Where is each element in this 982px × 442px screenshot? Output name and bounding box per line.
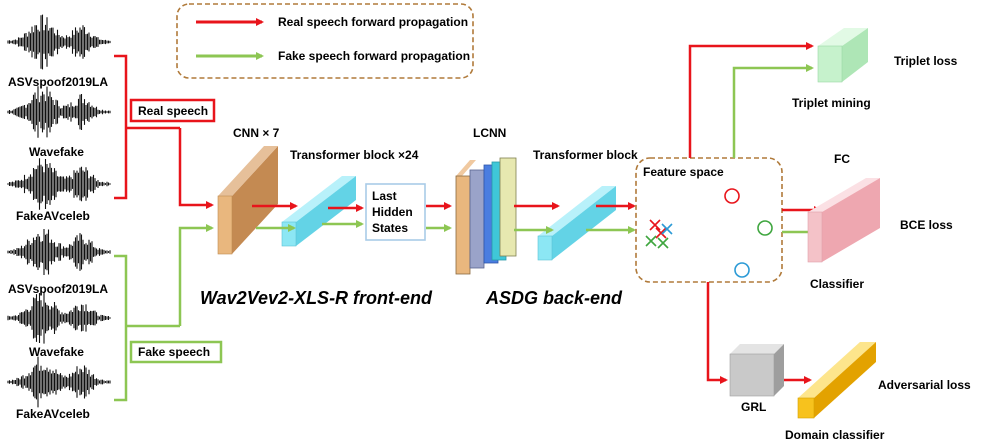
hidden-line-1: Last (372, 189, 397, 203)
fc-classifier-block (807, 178, 880, 263)
real-feature-point (724, 188, 740, 204)
real-speech-label: Real speech (138, 104, 208, 118)
waveform-3 (7, 158, 111, 210)
fake-bracket (114, 224, 214, 402)
hidden-line-3: States (372, 221, 408, 235)
cnn-label: CNN × 7 (233, 126, 280, 140)
backend-title: ASDG back-end (485, 288, 623, 308)
legend-fake-label: Fake speech forward propagation (278, 49, 470, 63)
grl-block (729, 344, 784, 397)
domain-classifier-label: Domain classifier (785, 428, 885, 442)
real-bracket (114, 54, 214, 209)
cnn-block (217, 146, 278, 255)
domain-feature-point (734, 262, 750, 278)
triplet-mining-label: Triplet mining (792, 96, 871, 110)
real-arrow-to-grl (706, 282, 728, 384)
real-input-label-1: ASVspoof2019LA (8, 75, 108, 89)
frontend-transformer-block (281, 176, 356, 247)
legend-real-label: Real speech forward propagation (278, 15, 468, 29)
fake-feature-point (757, 220, 773, 236)
backend-transformer-block (537, 186, 616, 261)
real-input-label-2: Wavefake (29, 145, 84, 159)
waveform-6 (7, 356, 111, 408)
feature-space-label: Feature space (643, 165, 724, 179)
mixed-features-cluster (645, 219, 673, 249)
frontend-transformer-label: Transformer block ×24 (290, 148, 419, 162)
real-arrow-to-triplet (688, 42, 814, 158)
triplet-loss-label: Triplet loss (894, 54, 958, 68)
bce-loss-label: BCE loss (900, 218, 953, 232)
fake-speech-label: Fake speech (138, 345, 210, 359)
waveforms (7, 14, 111, 408)
legend: Real speech forward propagation Fake spe… (176, 3, 474, 79)
fake-input-label-1: ASVspoof2019LA (8, 282, 108, 296)
triplet-mining-block (817, 28, 868, 83)
fake-input-label-3: FakeAVceleb (16, 407, 90, 421)
fake-arrow-to-triplet (732, 64, 814, 158)
waveform-4 (7, 229, 111, 275)
fc-label: FC (834, 152, 850, 166)
classifier-label: Classifier (810, 277, 864, 291)
fake-speech-box (129, 340, 223, 364)
domain-classifier-block (797, 342, 876, 419)
waveform-5 (7, 292, 111, 344)
hidden-line-2: Hidden (372, 205, 413, 219)
last-hidden-states-box (365, 183, 426, 241)
waveform-1 (7, 14, 111, 70)
grl-label: GRL (741, 400, 766, 414)
fake-input-label-2: Wavefake (29, 345, 84, 359)
lcnn-block (455, 157, 517, 275)
backend-transformer-label: Transformer block (533, 148, 638, 162)
legend-box (176, 3, 474, 79)
real-input-label-3: FakeAVceleb (16, 209, 90, 223)
waveform-2 (7, 86, 111, 138)
adversarial-loss-label: Adversarial loss (878, 378, 971, 392)
real-speech-box (129, 98, 216, 123)
lcnn-label: LCNN (473, 126, 506, 140)
frontend-title: Wav2Vev2-XLS-R front-end (200, 288, 433, 308)
